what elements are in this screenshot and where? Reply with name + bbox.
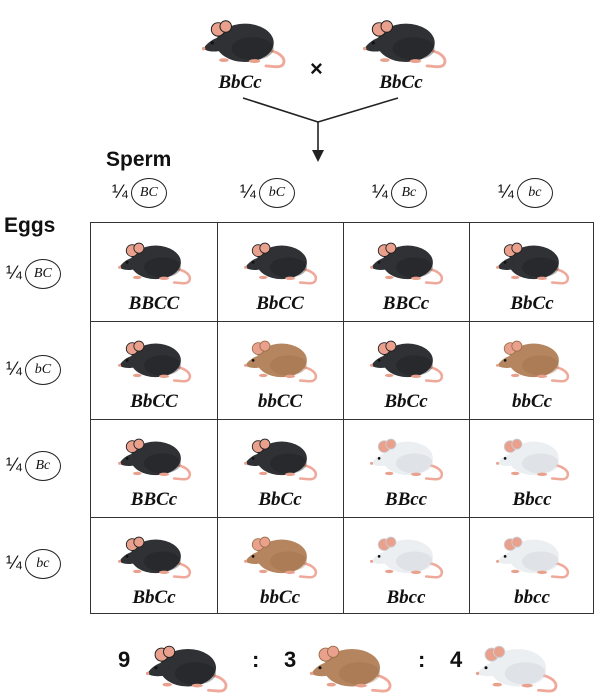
- ratio-brown-count: 3: [284, 647, 297, 672]
- sperm-gamete-1: ¼ bC: [240, 178, 295, 208]
- punnett-cell: bbCc: [217, 517, 343, 615]
- offspring-mouse: [244, 242, 318, 285]
- punnett-cell: Bbcc: [469, 419, 595, 517]
- offspring-genotype: Bbcc: [512, 489, 552, 510]
- punnett-cell: BBcc: [343, 419, 469, 517]
- grid-divider: [217, 223, 218, 613]
- offspring-genotype: BBcc: [384, 489, 428, 510]
- punnett-cell: bbCC: [217, 321, 343, 419]
- fraction-label: ¼: [372, 182, 388, 203]
- egg-gamete-2: ¼ Bc: [6, 451, 61, 481]
- ratio-separator: :: [418, 647, 426, 672]
- gamete-circle: bc: [24, 549, 61, 579]
- gamete-circle: bC: [24, 355, 61, 385]
- punnett-cell: bbcc: [469, 517, 595, 615]
- offspring-mouse: [244, 536, 318, 579]
- sperm-header: Sperm: [106, 148, 172, 171]
- offspring-mouse: [496, 242, 570, 285]
- offspring-genotype: bbcc: [514, 587, 550, 608]
- offspring-mouse: [496, 438, 570, 481]
- fraction-label: ¼: [6, 263, 22, 284]
- offspring-mouse: [118, 536, 192, 579]
- grid-divider: [91, 517, 593, 518]
- punnett-cell: bbCc: [469, 321, 595, 419]
- gamete-circle: BC: [24, 259, 61, 289]
- offspring-genotype: Bbcc: [386, 587, 426, 608]
- sperm-gamete-2: ¼ Bc: [372, 178, 427, 208]
- egg-gamete-0: ¼ BC: [6, 259, 61, 289]
- ratio-white-count: 4: [450, 647, 463, 672]
- offspring-genotype: bbCc: [259, 587, 301, 608]
- fraction-label: ¼: [240, 182, 256, 203]
- grid-divider: [91, 419, 593, 420]
- gamete-circle: BC: [130, 178, 167, 208]
- offspring-mouse: [496, 536, 570, 579]
- parent-right-genotype: BbCc: [379, 72, 423, 93]
- offspring-genotype: bbCc: [511, 391, 553, 412]
- egg-gamete-1: ¼ bC: [6, 355, 61, 385]
- offspring-mouse: [370, 242, 444, 285]
- offspring-mouse: [496, 340, 570, 383]
- parent-left-mouse: [201, 20, 286, 69]
- punnett-cell: BbCc: [217, 419, 343, 517]
- offspring-mouse: [118, 438, 192, 481]
- offspring-genotype: BBCc: [130, 489, 178, 510]
- punnett-cell: BbCC: [217, 223, 343, 321]
- ratio-separator: :: [252, 647, 260, 672]
- punnett-cell: BBCc: [343, 223, 469, 321]
- punnett-cell: BbCC: [91, 321, 217, 419]
- offspring-genotype: BbCC: [130, 391, 178, 412]
- gamete-circle: bC: [258, 178, 295, 208]
- punnett-cell: BbCc: [343, 321, 469, 419]
- offspring-mouse: [244, 438, 318, 481]
- offspring-mouse: [118, 242, 192, 285]
- offspring-genotype: BBCc: [382, 293, 430, 314]
- sperm-gamete-3: ¼ bc: [498, 178, 553, 208]
- gamete-circle: Bc: [24, 451, 61, 481]
- parent-left-genotype: BbCc: [218, 72, 262, 93]
- offspring-genotype: BbCc: [132, 587, 176, 608]
- parent-right-mouse: [362, 20, 447, 69]
- fraction-label: ¼: [6, 359, 22, 380]
- ratio-black-count: 9: [118, 647, 131, 672]
- ratio-black-mouse: [145, 645, 228, 693]
- cross-symbol: ×: [310, 56, 323, 81]
- punnett-cell: BBCC: [91, 223, 217, 321]
- sperm-gamete-0: ¼ BC: [112, 178, 167, 208]
- offspring-mouse: [370, 438, 444, 481]
- punnett-cell: Bbcc: [343, 517, 469, 615]
- egg-gamete-3: ¼ bc: [6, 549, 61, 579]
- offspring-genotype: bbCC: [257, 391, 303, 412]
- fraction-label: ¼: [498, 182, 514, 203]
- offspring-mouse: [370, 340, 444, 383]
- grid-divider: [469, 223, 470, 613]
- ratio-brown-mouse: [309, 645, 392, 693]
- grid-divider: [91, 321, 593, 322]
- offspring-mouse: [244, 340, 318, 383]
- punnett-cell: BbCc: [469, 223, 595, 321]
- eggs-header: Eggs: [4, 214, 56, 237]
- grid-divider: [343, 223, 344, 613]
- offspring-mouse: [370, 536, 444, 579]
- offspring-genotype: BBCC: [128, 293, 180, 314]
- punnett-cell: BbCc: [91, 517, 217, 615]
- fraction-label: ¼: [6, 553, 22, 574]
- offspring-genotype: BbCC: [256, 293, 304, 314]
- gamete-circle: Bc: [390, 178, 427, 208]
- offspring-genotype: BbCc: [384, 391, 428, 412]
- punnett-cell: BBCc: [91, 419, 217, 517]
- offspring-genotype: BbCc: [510, 293, 554, 314]
- fraction-label: ¼: [6, 455, 22, 476]
- cross-arrow: [242, 97, 399, 162]
- punnett-square: BBCC BbCC BBCc: [90, 222, 594, 614]
- ratio-white-mouse: [475, 645, 558, 693]
- offspring-mouse: [118, 340, 192, 383]
- fraction-label: ¼: [112, 182, 128, 203]
- offspring-genotype: BbCc: [258, 489, 302, 510]
- gamete-circle: bc: [516, 178, 553, 208]
